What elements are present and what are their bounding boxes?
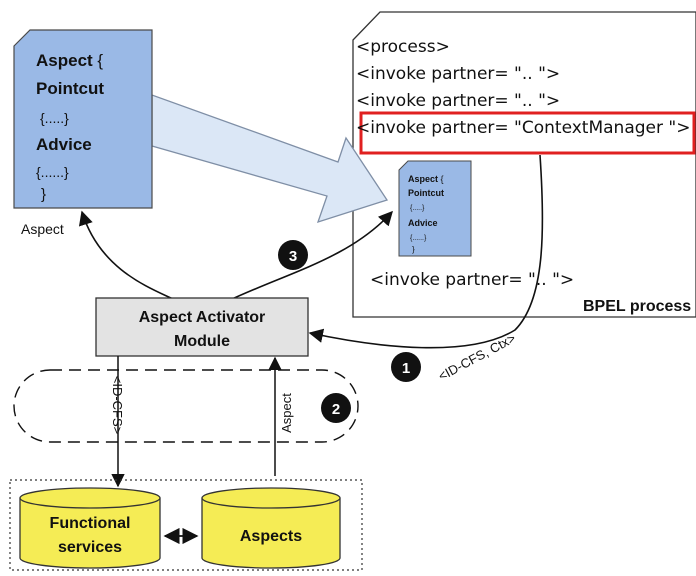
bpel-line-invoke-3: <invoke partner= ".. "> bbox=[370, 270, 574, 290]
bpel-line-invoke-2: <invoke partner= ".. "> bbox=[356, 91, 560, 111]
step-badge-3: 3 bbox=[278, 240, 308, 270]
advice-keyword: Advice bbox=[36, 135, 92, 154]
functional-services-store: Functional services bbox=[19, 487, 161, 569]
pointcut-body: {.....} bbox=[40, 110, 69, 126]
bpel-line-invoke-1: <invoke partner= ".. "> bbox=[356, 64, 560, 84]
arrow-to-bpel bbox=[229, 210, 393, 301]
functional-services-line1: Functional bbox=[50, 515, 131, 532]
pointcut-keyword: Pointcut bbox=[36, 79, 104, 98]
svg-text:3: 3 bbox=[289, 248, 297, 265]
aspect-up-label: Aspect bbox=[279, 393, 294, 433]
data-stores-container bbox=[9, 479, 363, 571]
aspect-document: Aspect { Pointcut {.....} Advice {......… bbox=[13, 29, 153, 209]
small-pointcut-keyword: Pointcut bbox=[408, 188, 444, 198]
svg-text:1: 1 bbox=[402, 360, 410, 377]
aspect-open-brace: { bbox=[93, 51, 104, 70]
aspects-store-label: Aspects bbox=[240, 528, 302, 545]
id-cfs-ctx-label: <ID-CFS, Ctx> bbox=[436, 330, 518, 383]
module-title-line1: Aspect Activator bbox=[139, 309, 266, 326]
small-advice-keyword: Advice bbox=[408, 218, 438, 228]
small-pointcut-body: {.....} bbox=[410, 205, 425, 212]
bpel-line-process: <process> bbox=[356, 37, 450, 57]
aspect-keyword: Aspect bbox=[36, 51, 93, 70]
small-advice-body: {......} bbox=[410, 235, 427, 242]
small-aspect-keyword: Aspect bbox=[408, 174, 438, 184]
id-cfs-label: <ID-CFS> bbox=[110, 376, 125, 435]
weave-arrow bbox=[151, 94, 389, 224]
arrow-invoke-to-module bbox=[308, 154, 544, 349]
aspect-activator-module: Aspect Activator Module bbox=[95, 297, 309, 357]
svg-text:2: 2 bbox=[332, 401, 340, 418]
bpel-line-context-manager: <invoke partner= "ContextManager "> bbox=[356, 118, 690, 138]
small-aspect-open-brace: { bbox=[438, 174, 444, 184]
exchange-region bbox=[13, 369, 359, 443]
module-title-line2: Module bbox=[174, 333, 230, 350]
small-close-brace: } bbox=[412, 245, 415, 254]
svg-text:Aspect {: Aspect { bbox=[36, 51, 103, 70]
woven-aspect-document: Aspect { Pointcut {.....} Advice {......… bbox=[398, 160, 472, 257]
svg-text:Aspect {: Aspect { bbox=[408, 174, 444, 184]
advice-body: {......} bbox=[36, 164, 69, 180]
context-manager-highlight-box bbox=[359, 111, 696, 155]
arrow-to-aspect bbox=[78, 210, 176, 301]
aspect-caption: Aspect bbox=[21, 221, 64, 237]
aspects-store: Aspects bbox=[201, 487, 341, 569]
aspect-close-brace: } bbox=[41, 186, 46, 203]
step-badge-1: 1 bbox=[391, 352, 421, 382]
step-badge-2: 2 bbox=[321, 393, 351, 423]
bpel-process-label: BPEL process bbox=[583, 298, 691, 315]
functional-services-line2: services bbox=[58, 539, 122, 556]
